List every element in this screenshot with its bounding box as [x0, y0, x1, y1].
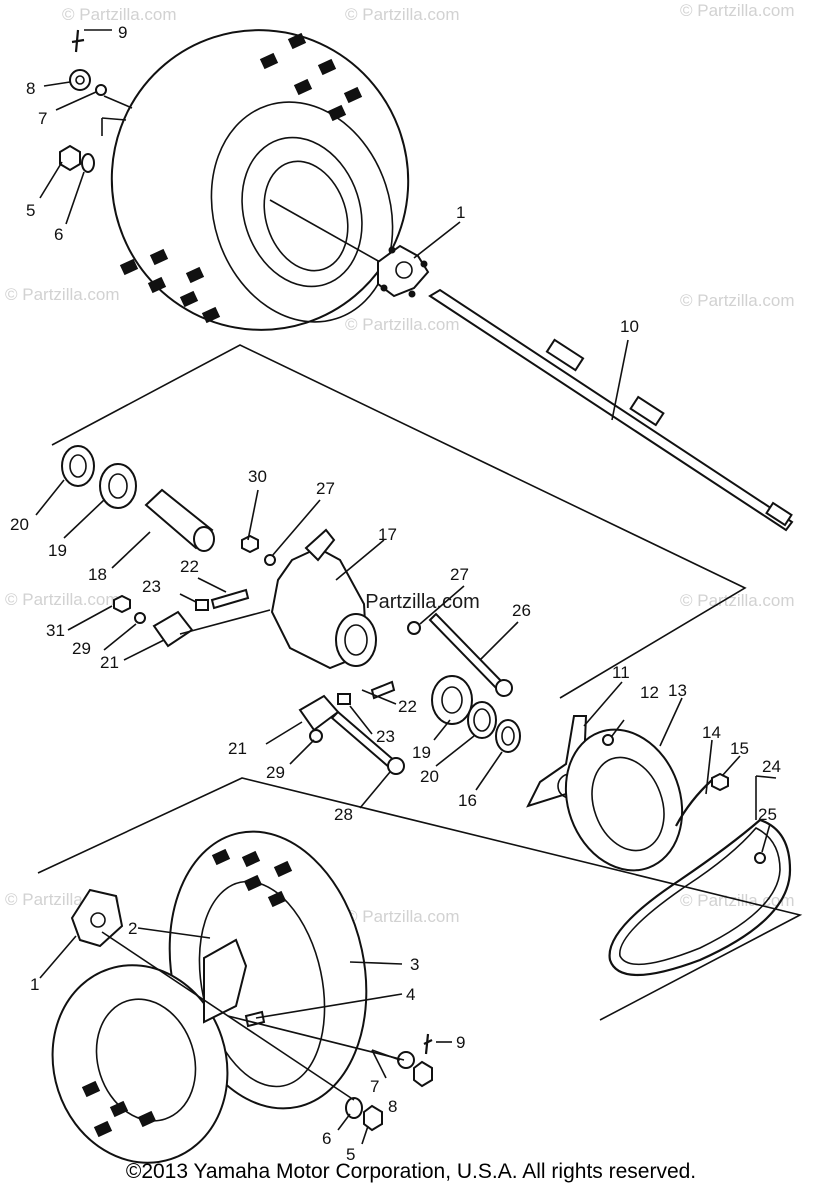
- bottom-wheel: [51, 830, 368, 1164]
- callout-8: 8: [26, 79, 35, 98]
- callout-29: 29: [72, 639, 91, 658]
- callout-6: 6: [54, 225, 63, 244]
- watermark-text: © Partzilla.com: [680, 891, 795, 910]
- watermark-text: © Partzilla.com: [345, 5, 460, 24]
- drive-sprocket: [564, 728, 684, 872]
- callout-12: 12: [640, 683, 659, 702]
- callout-21: 21: [100, 653, 119, 672]
- callout-10: 10: [620, 317, 639, 336]
- drive-chain: [608, 818, 792, 976]
- watermark-center-text: © Partzilla.com: [345, 591, 480, 613]
- callout-27b: 27: [450, 565, 469, 584]
- watermarks: © Partzilla.com © Partzilla.com © Partzi…: [5, 1, 795, 926]
- callout-19b: 19: [412, 743, 431, 762]
- top-wheel: [110, 29, 410, 331]
- callout-18: 18: [88, 565, 107, 584]
- top-hub: [377, 244, 430, 298]
- watermark-text: © Partzilla.com: [5, 590, 120, 609]
- callout-29b: 29: [266, 763, 285, 782]
- callout-3: 3: [410, 955, 419, 974]
- callout-26: 26: [512, 601, 531, 620]
- watermark-text: © Partzilla.com: [345, 907, 460, 926]
- callout-22b: 22: [398, 697, 417, 716]
- callout-23b: 23: [376, 727, 395, 746]
- watermark-text: © Partzilla.com: [680, 1, 795, 20]
- callout-6b: 6: [322, 1129, 331, 1148]
- callout-13: 13: [668, 681, 687, 700]
- callout-1: 1: [456, 203, 465, 222]
- callout-2: 2: [128, 919, 137, 938]
- watermark-text: © Partzilla.com: [62, 5, 177, 24]
- watermark-text: © Partzilla.com: [680, 291, 795, 310]
- callout-20b: 20: [420, 767, 439, 786]
- mid-hardware: [113, 534, 421, 743]
- callout-31: 31: [46, 621, 65, 640]
- axle-shaft: [428, 288, 794, 532]
- callout-5b: 5: [346, 1145, 355, 1164]
- group-outlines: [37, 344, 803, 1021]
- watermark-text: © Partzilla.com: [680, 591, 795, 610]
- bearings-left: [61, 445, 215, 552]
- callout-4: 4: [406, 985, 415, 1004]
- callout-9b: 9: [456, 1033, 465, 1052]
- long-bolts: [330, 612, 513, 775]
- callout-20: 20: [10, 515, 29, 534]
- callout-23: 23: [142, 577, 161, 596]
- callout-9: 9: [118, 23, 127, 42]
- callout-11: 11: [612, 663, 630, 682]
- callout-30: 30: [248, 467, 267, 486]
- callout-21b: 21: [228, 739, 247, 758]
- callout-22: 22: [180, 557, 199, 576]
- callout-numbers: 9 8 7 5 6 1 10 20 19 18 22 23 30 27 17 2…: [10, 23, 781, 1164]
- leader-lines: [35, 29, 777, 1145]
- callout-19: 19: [48, 541, 67, 560]
- callout-14: 14: [702, 723, 721, 742]
- copyright-notice: ©2013 Yamaha Motor Corporation, U.S.A. A…: [125, 1160, 697, 1183]
- bearings-right: [431, 675, 521, 753]
- callout-8b: 8: [388, 1097, 397, 1116]
- callout-7: 7: [38, 109, 47, 128]
- callout-7b: 7: [370, 1077, 379, 1096]
- callout-15: 15: [730, 739, 749, 758]
- lock-plate: [675, 772, 729, 827]
- watermark-text: © Partzilla.com: [5, 285, 120, 304]
- bottom-hub-and-hardware: [70, 888, 433, 1132]
- callout-17: 17: [378, 525, 397, 544]
- callout-1b: 1: [30, 975, 39, 994]
- callout-28: 28: [334, 805, 353, 824]
- callout-5: 5: [26, 201, 35, 220]
- watermark-text: © Partzilla.com: [345, 315, 460, 334]
- callout-27: 27: [316, 479, 335, 498]
- callout-16: 16: [458, 791, 477, 810]
- top-left-hardware: [59, 29, 107, 173]
- callout-24: 24: [762, 757, 781, 776]
- axle-housing: [270, 528, 377, 670]
- callout-25: 25: [758, 805, 777, 824]
